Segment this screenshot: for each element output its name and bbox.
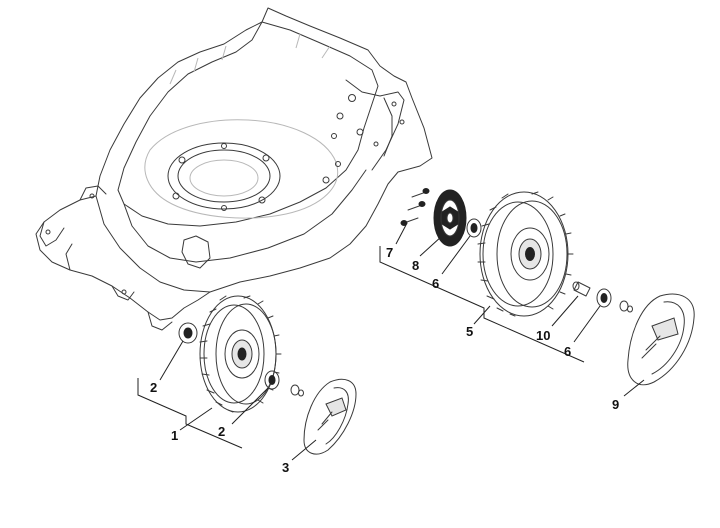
washer-right-outer (597, 289, 611, 307)
bolt-right-cap (620, 301, 633, 312)
callout-8: 8 (412, 258, 419, 273)
callout-5: 5 (466, 324, 473, 339)
washer-left-outer (265, 371, 279, 389)
callout-1: 1 (171, 428, 178, 443)
callout-2-left-inner: 2 (150, 380, 157, 395)
callout-6-gear: 6 (432, 276, 439, 291)
left-wheel (200, 296, 281, 412)
washer-gear (467, 219, 481, 237)
callout-9: 9 (612, 397, 619, 412)
callout-6-cap: 6 (564, 344, 571, 359)
right-wheel (478, 192, 573, 316)
mower-deck (36, 8, 432, 330)
right-hub-cap (628, 294, 694, 385)
screws-gear (401, 189, 429, 226)
washer-left-inner (179, 323, 197, 343)
axle-pin (573, 282, 590, 296)
callout-2-left-outer: 2 (218, 424, 225, 439)
bolt-left-cap (291, 385, 304, 396)
callout-10: 10 (536, 328, 550, 343)
callout-3: 3 (282, 460, 289, 475)
drive-gear (434, 190, 466, 246)
callout-7: 7 (386, 245, 393, 260)
